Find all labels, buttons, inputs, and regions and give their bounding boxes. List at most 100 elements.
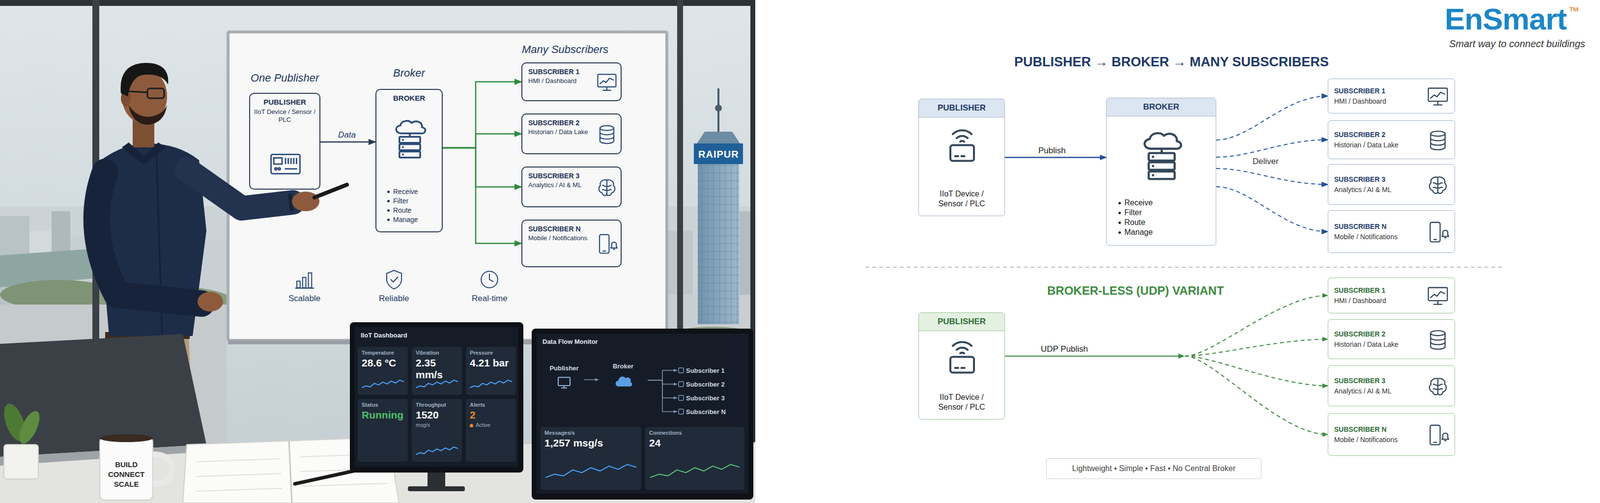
broker-box: BROKERReceiveFilterRouteManage [1106, 97, 1217, 246]
node-icon-shape [600, 125, 614, 144]
desk-part [288, 441, 292, 503]
node-text: SUBSCRIBER 3 [528, 171, 594, 180]
node-text: Alerts [469, 401, 513, 408]
connector-line [1004, 355, 1184, 357]
node-icon [678, 395, 685, 401]
node-text: SUBSCRIBER 1 [1334, 86, 1421, 95]
node-icon-shape [1429, 425, 1449, 446]
connector-line [1216, 168, 1328, 185]
node-icon [545, 461, 637, 484]
node-text: PUBLISHER [263, 97, 307, 107]
dashboard-tile: Messages/s1,257 msg/s [540, 427, 642, 490]
person-part [128, 91, 148, 93]
node-icon-shape [1144, 133, 1181, 179]
node-text: Subscriber 3 [685, 394, 741, 402]
node-text: IIoT Device / Sensor / PLC [254, 108, 316, 124]
node-text: 28.6 °C [361, 357, 404, 370]
subscriber-box: SUBSCRIBER 2Historian / Data Lake [1327, 319, 1456, 360]
node-text: Historian / Data Lake [1334, 340, 1421, 349]
connector [1216, 186, 1328, 232]
node-text: Subscriber 1 [685, 367, 741, 375]
node-icon-shape [678, 409, 684, 415]
desk-part [15, 408, 44, 447]
whiteboard-part [295, 273, 315, 289]
flow-node: Publisher [544, 364, 584, 396]
node-text: HMI / Dashboard [1334, 96, 1421, 106]
subscriber-box: SUBSCRIBER NMobile / Notifications [1327, 413, 1456, 457]
feature-box: Lightweight • Simple • Fast • No Central… [1046, 458, 1262, 480]
edge-label: UDP Publish [1039, 344, 1090, 355]
node-icon-shape [415, 447, 458, 456]
monitor-part [349, 322, 524, 473]
node-icon-shape [1430, 330, 1445, 350]
node-text: 2 [469, 409, 513, 422]
connector-line [1216, 186, 1328, 232]
node-text: HMI / Dashboard [528, 77, 594, 86]
node-text: PUBLISHER [918, 99, 1005, 118]
subscriber-box: SUBSCRIBER 3Analytics / AI & ML [1327, 164, 1456, 205]
whiteboard-publisher-box: PUBLISHERIIoT Device / Sensor / PLC [249, 92, 321, 190]
person-part [96, 171, 202, 304]
node-text: SUBSCRIBER 2 [1334, 330, 1421, 339]
connector [1004, 295, 1328, 357]
connector [1216, 140, 1328, 158]
node-icon [596, 233, 618, 256]
desk [0, 334, 756, 503]
node-text: SUBSCRIBER 3 [1334, 175, 1421, 184]
monitor [349, 322, 754, 500]
node-text: Historian / Data Lake [528, 128, 594, 137]
node-text: Active [469, 422, 513, 429]
label-text: Broker [393, 66, 426, 80]
connector [442, 82, 522, 149]
dashboard-tile: Vibration2.35 mm/s [411, 346, 462, 396]
window-view-part [677, 0, 684, 344]
monitor-part [427, 470, 446, 489]
node-icon [942, 336, 982, 376]
node-icon-shape [415, 380, 458, 389]
diagram-title: PUBLISHER → BROKER → MANY SUBSCRIBERS [1014, 54, 1329, 70]
node-text: HMI / Dashboard [1334, 296, 1421, 306]
connector-line [1004, 156, 1107, 159]
flow-node: Subscriber N [677, 405, 741, 418]
node-icon [596, 71, 618, 94]
connector-line [1004, 355, 1184, 357]
node-text: SUBSCRIBER N [1334, 222, 1421, 231]
node-text: 4.21 bar [469, 357, 513, 370]
node-text: Connections [649, 429, 741, 436]
node-icon [415, 445, 458, 458]
connector-line [442, 134, 522, 149]
connector-line [1216, 96, 1328, 141]
dashboard-tile: Temperature28.6 °C [357, 346, 408, 396]
node-icon [1426, 375, 1450, 399]
node-text: Filter [386, 196, 409, 206]
node-text: 1520 [415, 409, 458, 422]
window-view-part [697, 162, 740, 325]
window-view-part [0, 0, 756, 6]
whiteboard-part [481, 271, 498, 288]
connector-line [1004, 355, 1184, 357]
whiteboard [228, 31, 667, 345]
publisher-box: PUBLISHERIIoT Device / Sensor / PLC [918, 98, 1005, 217]
node-icon-shape [678, 395, 684, 401]
dashboard-tile: Throughput1520msg/s [411, 399, 462, 462]
label-text: ™ [1568, 4, 1580, 18]
node-icon-shape [361, 380, 404, 389]
window-view [0, 0, 762, 503]
person [96, 62, 347, 503]
node-text: SUBSCRIBER N [1334, 425, 1421, 434]
node-text: Broker [612, 362, 634, 371]
desk-part [3, 444, 39, 480]
connector-line [1004, 355, 1184, 357]
flow-node: Broker [598, 362, 648, 399]
whiteboard-broker-box: BROKERReceiveFilterRouteManage [375, 88, 443, 233]
node-icon [556, 375, 572, 391]
node-text: SUBSCRIBER 1 [1334, 286, 1421, 295]
node-icon-shape [615, 376, 633, 387]
connector [442, 147, 522, 244]
node-icon-shape [1430, 131, 1445, 150]
node-icon-shape [545, 464, 637, 478]
publisher-box: PUBLISHERIIoT Device / Sensor / PLC [918, 312, 1005, 420]
node-icon-shape [1429, 176, 1447, 194]
node-text: 24 [649, 437, 741, 450]
connector-line [1184, 339, 1328, 357]
